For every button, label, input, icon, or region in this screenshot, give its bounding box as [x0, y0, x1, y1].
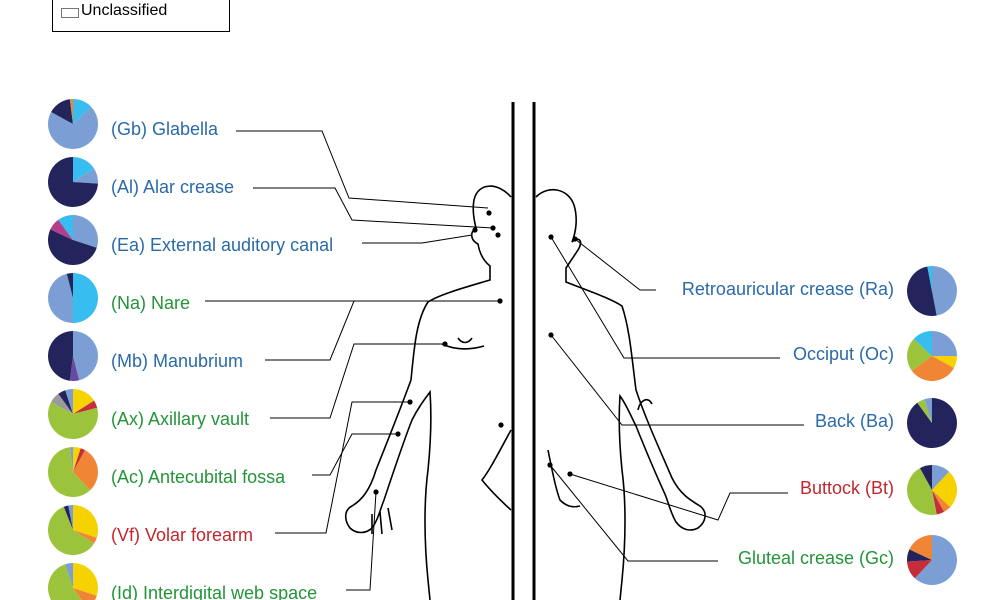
pie-right-0-slice-sky: [927, 266, 932, 291]
site-label-right-3: Buttock (Bt): [800, 478, 894, 498]
pie-left-0-slice-orange: [69, 99, 73, 124]
pie-left-2-slice-sky: [58, 215, 73, 240]
site-label-left-2: (Ea) External auditory canal: [111, 235, 333, 255]
pie-right-1-slice-orange: [911, 356, 954, 381]
pie-right-0-slice-steel: [932, 266, 958, 316]
pie-left-5-slice-gray: [51, 393, 73, 414]
site-label-right-4: Gluteal crease (Gc): [738, 548, 894, 568]
site-label-left-0: (Gb) Glabella: [111, 119, 219, 139]
pie-left-7: [47, 505, 98, 555]
pie-left-6-slice-lime: [47, 447, 91, 498]
pie-left-6-slice-steel: [69, 446, 73, 472]
pie-right-1-slice-sky: [913, 331, 932, 356]
unclassified-swatch: [61, 8, 79, 18]
pie-left-5-slice-steel: [65, 389, 73, 414]
leader-lines-right: [549, 236, 804, 562]
landmark-dots: [373, 210, 578, 495]
site-label-left-8: (Id) Interdigital web space: [111, 583, 317, 600]
body-front-outline: [344, 185, 512, 600]
site-label-left-3: (Na) Nare: [111, 293, 190, 313]
body-back-outline: [535, 188, 706, 600]
pie-left-5-slice-crimson: [73, 400, 98, 414]
site-label-left-5: (Ax) Axillary vault: [111, 409, 249, 429]
pie-left-0-slice-sky: [73, 99, 92, 124]
pie-right-1-slice-lime: [906, 338, 932, 371]
leader-lines-left: [205, 130, 500, 591]
pie-left-1-slice-steel: [73, 168, 98, 184]
pie-right-1: [906, 331, 957, 381]
right-sites: Retroauricular crease (Ra) Occiput (Oc) Ba…: [682, 266, 958, 585]
pie-right-1-slice-steel: [932, 331, 957, 356]
pie-left-1-slice-navy: [47, 157, 98, 207]
legend-box: Unclassified: [52, 0, 230, 32]
pie-left-7-slice-navy: [63, 505, 73, 530]
pie-left-5-slice-yellow: [73, 389, 95, 414]
legend-label-unclassified: Unclassified: [81, 2, 168, 19]
pie-left-3-slice-navy: [66, 273, 73, 298]
pie-right-0-slice-navy: [907, 266, 937, 316]
pie-right-3-slice-crimson: [932, 490, 945, 515]
pie-left-1-slice-sky: [73, 157, 95, 182]
pie-left-2-slice-navy: [48, 229, 97, 265]
pie-right-3: [907, 465, 957, 515]
pie-right-0: [907, 266, 958, 316]
pie-left-0-slice-steel: [48, 106, 99, 149]
left-sites: (Gb) Glabella (Al) Alar crease (Ea) Extern…: [47, 99, 333, 600]
site-label-right-1: Occiput (Oc): [793, 344, 894, 364]
pie-left-5-slice-lime: [47, 401, 98, 439]
pie-right-3-slice-navy: [919, 465, 932, 490]
pie-left-8-slice-steel: [65, 563, 73, 588]
pie-left-0: [48, 99, 99, 149]
pie-right-3-slice-yellow: [932, 471, 957, 508]
pie-left-2: [48, 215, 98, 265]
pie-left-2-slice-magenta: [50, 219, 73, 240]
site-label-right-2: Back (Ba): [815, 411, 894, 431]
pie-left-8-slice-orange: [73, 588, 97, 600]
pie-left-6-slice-orange: [73, 450, 99, 491]
pie-right-3-slice-steel: [932, 465, 950, 490]
site-label-left-1: (Al) Alar crease: [111, 177, 234, 197]
site-label-left-6: (Ac) Antecubital fossa: [111, 467, 286, 487]
pie-left-6-slice-crimson: [73, 448, 86, 472]
pie-right-3-slice-lime: [907, 468, 937, 515]
site-label-left-4: (Mb) Manubrium: [111, 351, 243, 371]
pie-left-8: [48, 563, 98, 600]
pie-left-4-slice-navy: [48, 331, 73, 381]
pie-right-4-slice-navy: [907, 549, 932, 562]
site-label-right-0: Retroauricular crease (Ra): [682, 279, 894, 299]
pie-left-5-slice-navy: [58, 390, 73, 414]
pie-right-3-slice-orange: [932, 490, 951, 512]
pie-right-4-slice-orange: [909, 535, 932, 560]
pie-left-7-slice-orange: [73, 530, 97, 544]
pie-left-7-slice-yellow: [73, 505, 98, 538]
pie-left-1: [47, 157, 98, 207]
pie-left-8-slice-lime: [48, 564, 82, 600]
pie-right-2: [907, 398, 957, 449]
pie-right-4: [907, 535, 958, 585]
pie-left-7-slice-lime: [47, 506, 95, 555]
pie-right-1-slice-yellow: [932, 356, 957, 369]
pie-left-4-slice-purple: [69, 356, 80, 381]
site-label-left-7: (Vf) Volar forearm: [111, 525, 253, 545]
pie-left-0-slice-navy: [51, 99, 73, 124]
pie-right-4-slice-steel: [914, 535, 958, 585]
pie-left-7-slice-steel: [68, 505, 73, 530]
pie-left-4: [48, 331, 98, 381]
pie-right-2-slice-steel: [924, 398, 932, 423]
pie-right-4-slice-crimson: [907, 560, 932, 579]
pie-left-3-slice-sky: [73, 273, 98, 323]
pie-left-4-slice-steel: [73, 331, 98, 381]
pie-left-5: [47, 389, 98, 439]
pie-right-2-slice-lime: [917, 399, 932, 423]
pie-left-8-slice-yellow: [73, 563, 98, 596]
pie-left-3-slice-steel: [47, 273, 73, 323]
pie-left-6-slice-yellow: [73, 447, 81, 472]
pie-left-3: [47, 273, 98, 323]
pie-left-2-slice-steel: [73, 215, 98, 248]
pie-left-6: [47, 446, 99, 498]
